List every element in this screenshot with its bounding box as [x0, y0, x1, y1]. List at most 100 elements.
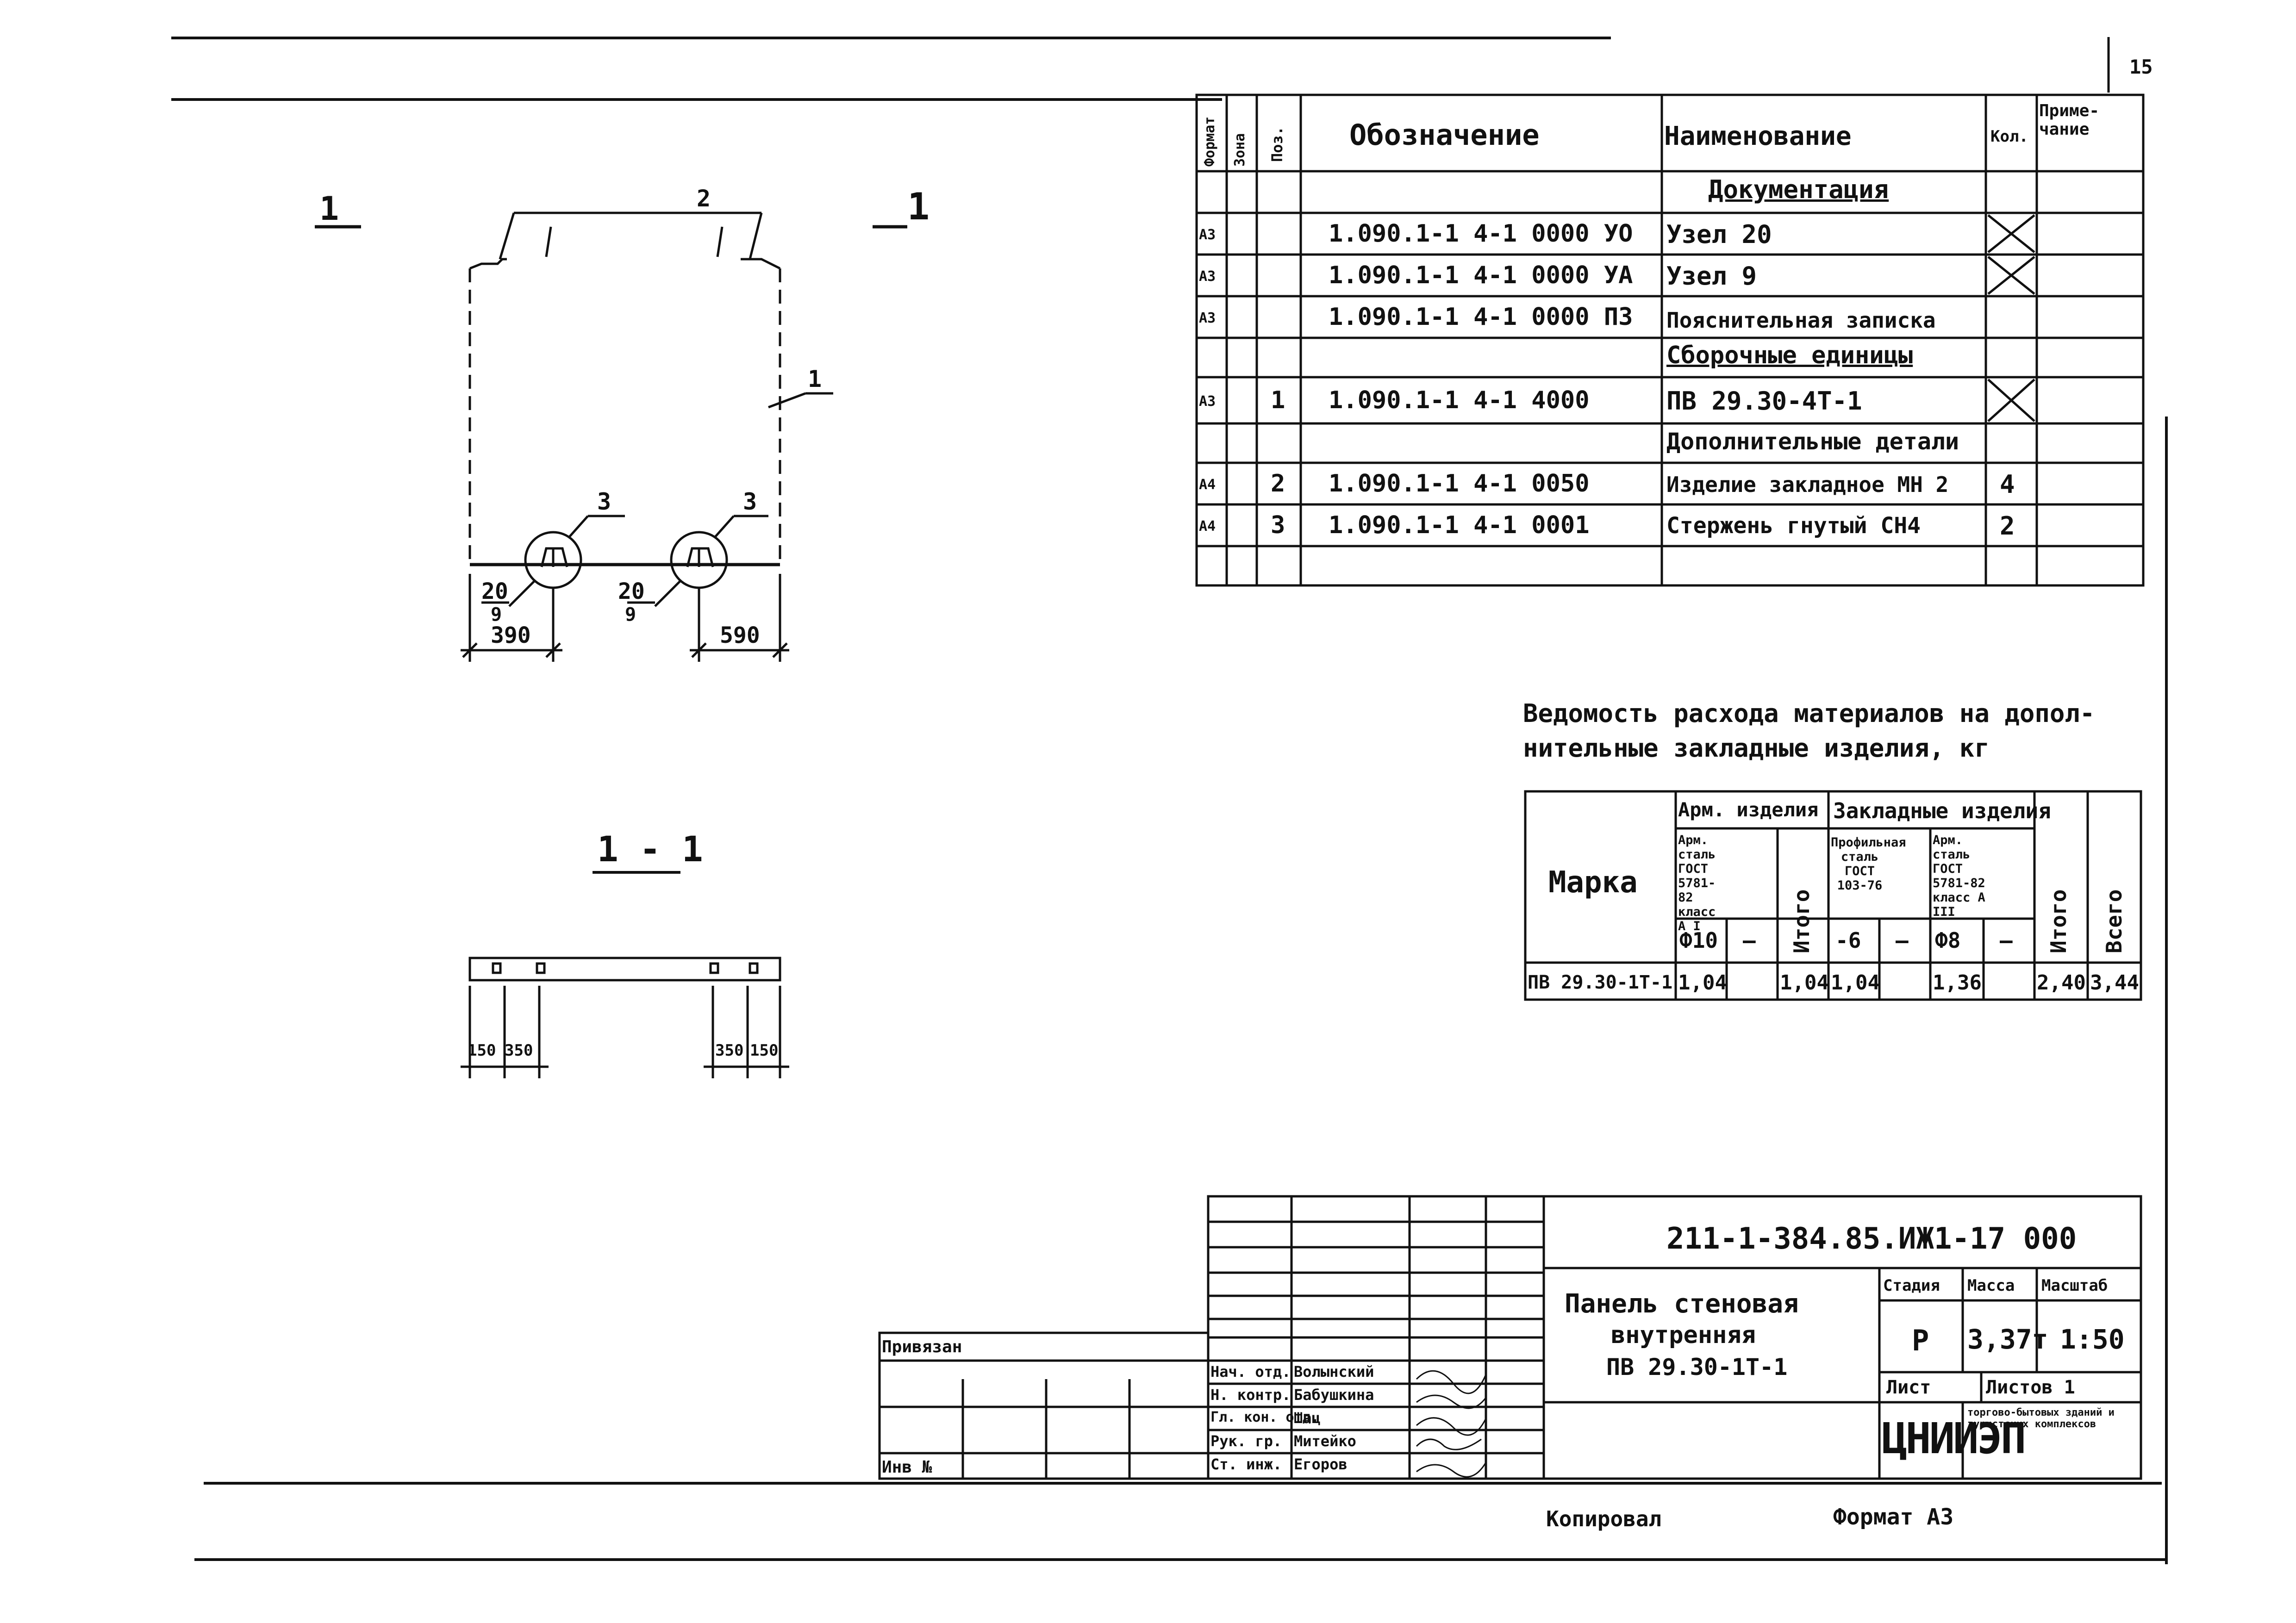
spec-header-pos: Поз.: [1268, 126, 1286, 162]
spec-row-1-designation: 1.090.1-1 4-1 0000 УО: [1329, 220, 1633, 248]
spec-row-4-designation: 1.090.1-1 4-1 4000: [1329, 386, 1590, 414]
materials-head-total1: Итого: [1789, 889, 1814, 953]
spec-row-1-name: Узел 20: [1666, 220, 1772, 249]
callout-3-right: 3: [743, 488, 757, 515]
materials-head-phi10: Ф10: [1679, 928, 1718, 953]
materials-head-profile: Профильная сталь ГОСТ 103-76: [1831, 835, 1906, 893]
node-ref-right-den: 9: [625, 604, 636, 625]
materials-head-dash2: –: [1896, 928, 1909, 953]
materials-title-line2: нительные закладные изделия, кг: [1523, 734, 1990, 763]
spec-row-5-format: А4: [1199, 477, 1216, 493]
spec-row-2-name: Узел 9: [1666, 261, 1757, 291]
materials-row-total2: 2,40: [2037, 971, 2086, 995]
materials-head-arm: Арм. изделия: [1678, 798, 1819, 821]
spec-table-lines: [1195, 93, 2145, 587]
titleblock-title-l3: ПВ 29.30-1Т-1: [1606, 1354, 1788, 1380]
spec-row-6-qty: 2: [2000, 511, 2015, 541]
node-ref-left-num: 20: [481, 578, 508, 604]
spec-header-zone: Зона: [1232, 133, 1248, 167]
materials-row-phi10: 1,04: [1678, 971, 1727, 995]
role-4: Рук. гр.: [1210, 1432, 1282, 1450]
materials-row-grand: 3,44: [2090, 971, 2139, 995]
titleblock-sheets-label: Листов 1: [1986, 1377, 2075, 1398]
spec-row-6-name: Стержень гнутый СН4: [1666, 513, 1921, 539]
footer-copied: Копировал: [1546, 1506, 1662, 1531]
spec-header-name: Наименование: [1664, 121, 1852, 151]
dim-bottom-4: 150: [750, 1041, 779, 1060]
materials-head-grand: Всего: [2102, 889, 2127, 953]
sheet-number: 15: [2129, 56, 2153, 78]
spec-row-5-name: Изделие закладное МН 2: [1666, 472, 1949, 497]
materials-head-phi8: Ф8: [1935, 928, 1961, 953]
node-ref-right-num: 20: [618, 578, 645, 604]
materials-row-total1: 1,04: [1780, 971, 1829, 995]
spec-header-note: Приме-чание: [2039, 101, 2100, 139]
dim-590: 590: [720, 622, 760, 648]
spec-section-extra: Дополнительные детали: [1666, 428, 1959, 455]
materials-head-embed: Закладные изделия: [1833, 798, 2051, 823]
materials-head-armsteel1: Арм. сталь ГОСТ 5781-82 класс А I: [1678, 833, 1716, 934]
section-view: [461, 871, 789, 1078]
materials-row-phi8: 1,36: [1933, 971, 1982, 995]
spec-row-5-pos: 2: [1271, 470, 1285, 497]
materials-head-m6: -6: [1835, 928, 1861, 953]
materials-head-total2: Итого: [2046, 889, 2071, 953]
dim-bottom-2: 350: [505, 1041, 533, 1060]
role-1: Нач. отд.: [1210, 1363, 1291, 1380]
titleblock-lines: [878, 1195, 2142, 1480]
spec-row-3-format: А3: [1199, 310, 1216, 326]
spec-row-2-format: А3: [1199, 268, 1216, 285]
spec-row-4-name: ПВ 29.30-4Т-1: [1666, 386, 1862, 416]
spec-section-documentation: Документация: [1708, 175, 1889, 204]
section-mark-left: 1: [319, 190, 339, 228]
titleblock-mass-label: Масса: [1967, 1276, 2015, 1295]
name-4: Митейко: [1294, 1432, 1356, 1450]
spec-row-3-designation: 1.090.1-1 4-1 0000 ПЗ: [1329, 303, 1633, 331]
inv-label: Инв №: [882, 1458, 932, 1477]
section-title: 1 - 1: [597, 828, 703, 870]
titleblock-scale: 1:50: [2060, 1324, 2125, 1355]
spec-row-3-name: Пояснительная записка: [1666, 308, 1936, 333]
materials-row-mark: ПВ 29.30-1Т-1: [1528, 972, 1673, 993]
titleblock-code: 211-1-384.85.ИЖ1-17 000: [1666, 1222, 2077, 1256]
materials-table-lines: [1524, 790, 2142, 1001]
spec-header-designation: Обозначение: [1349, 118, 1540, 152]
materials-head-mark: Марка: [1548, 865, 1638, 900]
spec-row-4-pos: 1: [1271, 386, 1285, 414]
panel-elevation: [315, 211, 907, 662]
titleblock-sheet-label: Лист: [1886, 1377, 1931, 1398]
titleblock-stage: Р: [1912, 1324, 1929, 1357]
spec-row-6-format: А4: [1199, 518, 1216, 535]
callout-3-left: 3: [597, 488, 611, 515]
role-5: Ст. инж.: [1210, 1455, 1282, 1473]
spec-row-6-designation: 1.090.1-1 4-1 0001: [1329, 511, 1590, 539]
spec-row-1-format: А3: [1199, 227, 1216, 243]
materials-title-line1: Ведомость расхода материалов на допол-: [1523, 699, 2095, 728]
spec-section-assemblies: Сборочные единицы: [1666, 342, 1913, 369]
footer-format: Формат А3: [1833, 1504, 1954, 1530]
name-3: Шац: [1294, 1409, 1321, 1427]
titleblock-scale-label: Масштаб: [2041, 1276, 2108, 1295]
node-ref-left-den: 9: [491, 604, 502, 625]
spec-row-2-designation: 1.090.1-1 4-1 0000 УА: [1329, 261, 1633, 289]
role-3: Гл. кон. отд.: [1210, 1409, 1319, 1425]
callout-2: 2: [697, 185, 711, 212]
callout-1: 1: [808, 366, 822, 392]
materials-head-armsteel2: Арм. сталь ГОСТ 5781-82 класс А III: [1933, 833, 1985, 920]
name-5: Егоров: [1294, 1455, 1348, 1473]
titleblock-mass: 3,37т: [1967, 1324, 2048, 1355]
titleblock-title-l2: внутренняя: [1611, 1321, 1756, 1349]
dim-390: 390: [491, 622, 531, 648]
privyazan-label: Привязан: [882, 1337, 962, 1356]
org-logo: ЦНИИЭП: [1882, 1414, 2026, 1463]
dim-bottom-3: 350: [715, 1041, 744, 1060]
materials-head-dash1: –: [1743, 928, 1756, 953]
spec-row-5-qty: 4: [2000, 470, 2015, 499]
titleblock-stage-label: Стадия: [1883, 1276, 1940, 1295]
section-mark-right: 1: [907, 185, 930, 228]
name-1: Волынский: [1294, 1363, 1374, 1380]
materials-row-m6: 1,04: [1831, 971, 1880, 995]
materials-head-dash3: –: [2000, 928, 2013, 953]
spec-header-format: Формат: [1202, 116, 1218, 167]
spec-header-qty: Кол.: [1990, 127, 2028, 146]
